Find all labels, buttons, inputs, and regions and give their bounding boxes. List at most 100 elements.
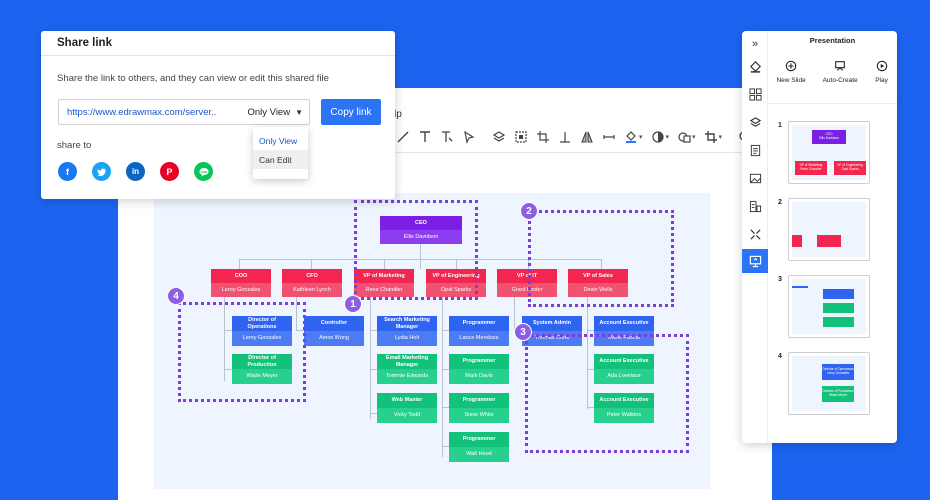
node-title: Programmer <box>462 320 496 327</box>
text-box-icon[interactable] <box>440 129 454 145</box>
slide-frame-1 <box>354 200 478 300</box>
permission-option-can-edit[interactable]: Can Edit <box>253 150 308 169</box>
org-node-vp-it[interactable]: VP of IT Grant Foster <box>497 269 557 297</box>
new-slide-label: New Slide <box>776 77 806 84</box>
image-icon[interactable] <box>747 170 763 186</box>
share-url[interactable]: https://www.edrawmax.com/server.. <box>67 106 217 118</box>
page-icon[interactable] <box>747 142 763 158</box>
org-node-programmer-1[interactable]: Programmer Lance Mendoza <box>449 316 509 346</box>
org-node-vp-sales[interactable]: VP of Sales Devin Wells <box>568 269 628 297</box>
connector-icon[interactable] <box>747 226 763 242</box>
org-node-programmer-4[interactable]: Programmer Walt Hood <box>449 432 509 462</box>
shape-icon[interactable] <box>677 129 696 145</box>
share-url-field[interactable]: https://www.edrawmax.com/server.. Only V… <box>58 99 310 125</box>
grid-icon[interactable] <box>747 86 763 102</box>
node-title: Programmer <box>462 358 496 365</box>
node-title: CEO <box>415 219 427 226</box>
linkedin-icon[interactable]: in <box>126 162 145 181</box>
play-label: Play <box>875 77 888 84</box>
node-name: Lydia Holt <box>394 335 420 342</box>
auto-create-icon <box>833 59 847 73</box>
crop-frame-icon[interactable] <box>536 129 550 145</box>
org-node-controller[interactable]: Controller Amos Wong <box>304 316 364 346</box>
slide-thumbnail-2[interactable] <box>788 198 870 261</box>
node-name: Vicky Todd <box>393 412 421 419</box>
node-name: Mark Davis <box>465 373 493 380</box>
diagram-canvas[interactable]: CEO Ellis Davidson COO Leroy Gonzales CF… <box>154 193 710 489</box>
org-node-director-production[interactable]: Director of Production Wade Meyer <box>232 354 292 384</box>
panel-divider <box>768 103 897 104</box>
line-icon[interactable]: LINE <box>194 162 213 181</box>
group-icon[interactable] <box>514 129 528 145</box>
org-node-account-exec-3[interactable]: Account Executive Peter Watkins <box>594 393 654 423</box>
thumb-node-title: VP of Engineering <box>837 163 863 168</box>
connector <box>587 297 588 409</box>
slide-frame-2 <box>528 210 674 307</box>
side-rail: » <box>742 31 768 443</box>
org-node-email-marketing[interactable]: Email Marketing Manager Tommie Edwards <box>377 354 437 384</box>
node-name: Amos Wong <box>319 335 349 342</box>
org-node-ceo[interactable]: CEO Ellis Davidson <box>380 216 462 244</box>
connector <box>224 369 232 370</box>
org-node-director-operations[interactable]: Director of Operations Leroy Gonzales <box>232 316 292 346</box>
connector <box>442 369 449 370</box>
style-icon[interactable] <box>651 129 670 145</box>
node-title: Web Master <box>391 397 423 404</box>
flip-icon[interactable] <box>580 129 594 145</box>
node-title: System Admin <box>532 320 571 327</box>
line-tool-icon[interactable] <box>396 129 410 145</box>
new-slide-button[interactable]: New Slide <box>776 59 806 84</box>
node-title: COO <box>234 272 248 279</box>
layers-icon[interactable] <box>747 114 763 130</box>
slide-thumbnail-3[interactable] <box>788 275 870 338</box>
connector <box>296 297 297 330</box>
chevron-down-icon: ▼ <box>295 107 303 117</box>
twitter-icon[interactable] <box>92 162 111 181</box>
connector <box>587 407 594 408</box>
pinterest-icon[interactable]: P <box>160 162 179 181</box>
layers-icon[interactable] <box>492 129 506 145</box>
node-name: Snow White <box>464 412 494 419</box>
play-button[interactable]: Play <box>875 59 889 84</box>
org-chart-icon[interactable] <box>747 198 763 214</box>
permission-select[interactable]: Only View ▼ <box>247 107 309 118</box>
node-name: Kathleen Lynch <box>293 286 331 293</box>
org-node-search-marketing[interactable]: Search Marketing Manager Lydia Holt <box>377 316 437 346</box>
org-node-programmer-3[interactable]: Programmer Snow White <box>449 393 509 423</box>
auto-create-button[interactable]: Auto-Create <box>823 59 858 84</box>
fill-color-icon[interactable] <box>624 129 643 145</box>
node-name: Ellis Davidson <box>403 233 439 240</box>
crop-icon[interactable] <box>704 129 723 145</box>
connector <box>442 407 449 408</box>
thumb-node <box>817 235 841 247</box>
slide-number: 2 <box>778 199 782 206</box>
collapse-chevrons-icon[interactable]: » <box>751 38 759 50</box>
slide-number: 4 <box>778 353 782 360</box>
menu-help-fragment[interactable]: lp <box>394 109 402 120</box>
org-node-vp-marketing[interactable]: VP of Marketing Rene Chandler <box>354 269 414 297</box>
org-node-account-exec-2[interactable]: Account Executive Ada Lovelace <box>594 354 654 384</box>
presentation-icon[interactable] <box>742 249 768 273</box>
thumb-node-title: Director of Operations <box>822 367 854 372</box>
slide-number: 1 <box>778 122 782 129</box>
slide-badge-4: 4 <box>167 287 185 305</box>
permission-menu: Only View Can Edit <box>253 127 308 179</box>
size-icon[interactable] <box>602 129 616 145</box>
text-tool-icon[interactable] <box>418 129 432 145</box>
org-node-coo[interactable]: COO Leroy Gonzales <box>211 269 271 297</box>
org-node-cfo[interactable]: CFO Kathleen Lynch <box>282 269 342 297</box>
org-node-programmer-2[interactable]: Programmer Mark Davis <box>449 354 509 384</box>
facebook-icon[interactable]: f <box>58 162 77 181</box>
thumbnail-canvas <box>792 279 866 334</box>
copy-link-button[interactable]: Copy link <box>321 99 381 125</box>
align-icon[interactable] <box>558 129 572 145</box>
auto-create-label: Auto-Create <box>822 77 858 84</box>
permission-option-only-view[interactable]: Only View <box>259 135 298 146</box>
pointer-icon[interactable] <box>462 129 476 145</box>
fill-bucket-icon[interactable] <box>747 58 763 74</box>
org-node-web-master[interactable]: Web Master Vicky Todd <box>377 393 437 423</box>
